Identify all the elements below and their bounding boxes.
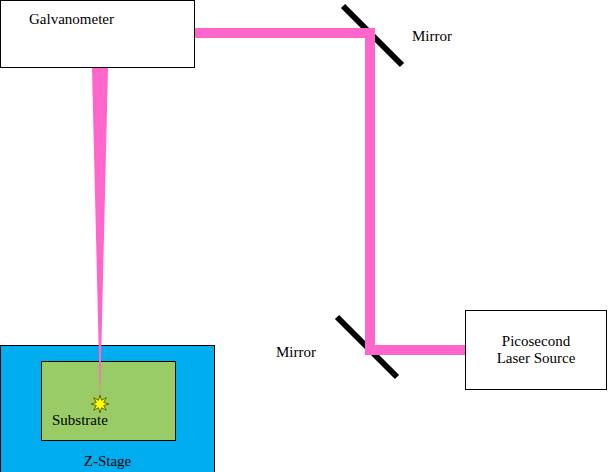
device-box: Galvanometer bbox=[0, 0, 195, 68]
device-box: Picosecond Laser Source bbox=[465, 310, 607, 390]
node-label: Picosecond Laser Source bbox=[488, 333, 584, 368]
node-label: Z-Stage bbox=[1, 453, 214, 470]
laser-spot bbox=[91, 395, 109, 413]
substrate-box: Substrate bbox=[41, 361, 176, 441]
laser-beam bbox=[195, 33, 465, 350]
mirror-label: Mirror bbox=[412, 28, 452, 45]
node-label: Substrate bbox=[52, 412, 108, 429]
stage-box: Z-Stage Substrate bbox=[0, 345, 215, 472]
laser-beam bbox=[92, 68, 108, 404]
node-label: Galvanometer bbox=[1, 1, 194, 28]
mirror-label: Mirror bbox=[276, 344, 316, 361]
